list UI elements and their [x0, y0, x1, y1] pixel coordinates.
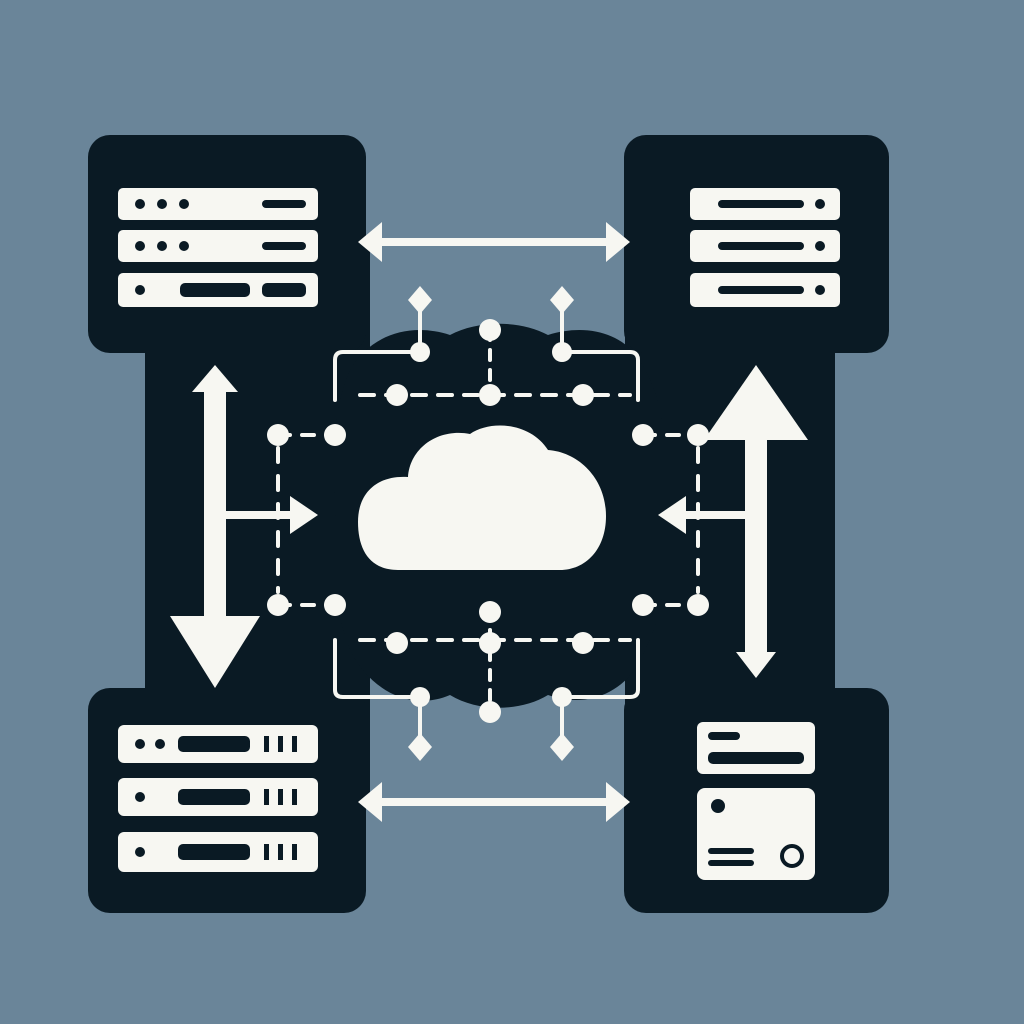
server-rack-top-left: [118, 188, 318, 307]
network-node: [572, 384, 594, 406]
status-led: [155, 739, 165, 749]
network-node: [552, 342, 572, 362]
storage-unit: [697, 788, 815, 880]
status-led: [135, 847, 145, 857]
arrow-bottom-horizontal: [358, 782, 630, 822]
network-node: [479, 632, 501, 654]
network-node: [687, 424, 709, 446]
status-led: [179, 199, 189, 209]
server-unit: [118, 230, 318, 262]
vent: [278, 736, 283, 752]
arrow-left-vertical: [170, 365, 318, 688]
status-led: [135, 199, 145, 209]
vent: [292, 844, 297, 860]
vent: [264, 789, 269, 805]
network-node: [410, 342, 430, 362]
drive-slot: [262, 283, 306, 297]
network-nodes: [267, 286, 709, 761]
network-node: [687, 594, 709, 616]
drive-slot: [718, 286, 804, 294]
vent: [292, 736, 297, 752]
drive-slot: [178, 736, 250, 752]
vent: [264, 844, 269, 860]
status-led: [135, 739, 145, 749]
status-led: [157, 199, 167, 209]
network-node: [386, 384, 408, 406]
server-unit: [118, 188, 318, 220]
diamond-node-icon: [550, 733, 574, 761]
status-led: [815, 285, 825, 295]
status-led: [815, 199, 825, 209]
status-led: [157, 241, 167, 251]
status-led: [135, 285, 145, 295]
network-node: [324, 594, 346, 616]
drive-slot: [180, 283, 250, 297]
storage-device-bottom-right: [697, 722, 815, 880]
diamond-node-icon: [408, 733, 432, 761]
vent: [278, 789, 283, 805]
network-node: [479, 701, 501, 723]
drive-slot: [262, 200, 306, 208]
arrow-right-vertical: [658, 365, 808, 678]
drive-slot: [718, 200, 804, 208]
vent: [264, 736, 269, 752]
server-rack-bottom-left: [118, 725, 318, 872]
network-node: [572, 632, 594, 654]
drive-slot: [708, 752, 804, 764]
storage-unit: [697, 722, 815, 774]
status-led: [815, 241, 825, 251]
network-node: [386, 632, 408, 654]
drive-slot: [708, 860, 754, 866]
drive-slot: [178, 844, 250, 860]
network-node: [267, 424, 289, 446]
arrow-top-horizontal: [358, 222, 630, 262]
network-node: [632, 424, 654, 446]
drive-slot: [708, 848, 754, 854]
network-node: [324, 424, 346, 446]
arrows: [170, 222, 808, 822]
status-led: [179, 241, 189, 251]
status-led: [711, 799, 725, 813]
network-node: [479, 384, 501, 406]
vent: [292, 789, 297, 805]
network-node: [632, 594, 654, 616]
diamond-node-icon: [550, 286, 574, 314]
server-rack-top-right: [690, 188, 840, 307]
drive-slot: [708, 732, 740, 740]
status-led: [135, 792, 145, 802]
network-node: [410, 687, 430, 707]
drive-slot: [178, 789, 250, 805]
power-button-icon: [780, 844, 804, 868]
network-node: [479, 601, 501, 623]
vent: [278, 844, 283, 860]
drive-slot: [718, 242, 804, 250]
cloud-icon: [358, 425, 606, 570]
status-led: [135, 241, 145, 251]
network-node: [552, 687, 572, 707]
drive-slot: [262, 242, 306, 250]
diamond-node-icon: [408, 286, 432, 314]
network-node: [267, 594, 289, 616]
network-node: [479, 319, 501, 341]
